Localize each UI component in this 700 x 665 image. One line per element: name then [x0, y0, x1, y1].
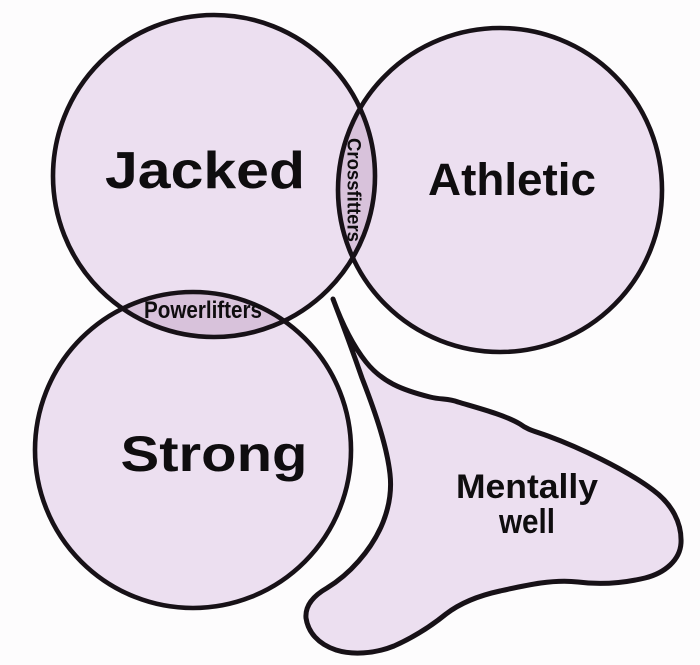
mentally-well-blob	[303, 296, 684, 656]
overlap-fills	[122, 108, 375, 337]
strong-label: Strong	[121, 426, 308, 482]
strong-circle-fill	[35, 292, 351, 608]
powerlifters-overlap-fill	[122, 291, 285, 337]
athletic-label: Athletic	[428, 154, 596, 205]
mentally-well-label-line2: well	[498, 503, 555, 541]
crossfitters-overlap-fill	[338, 108, 375, 258]
strong-circle-outline	[32, 289, 354, 611]
crossfitters-label: Crossfitters	[342, 138, 363, 242]
mentally-well-label-line1: Mentally	[456, 468, 598, 506]
set-outlines	[32, 12, 665, 611]
powerlifters-label: Powerlifters	[144, 297, 262, 324]
jacked-label: Jacked	[105, 142, 305, 200]
jacked-circle-fill	[53, 15, 375, 337]
athletic-circle-outline	[335, 25, 665, 355]
athletic-circle-fill	[338, 28, 662, 352]
jacked-circle-outline	[50, 12, 378, 340]
set-fills	[35, 15, 662, 608]
